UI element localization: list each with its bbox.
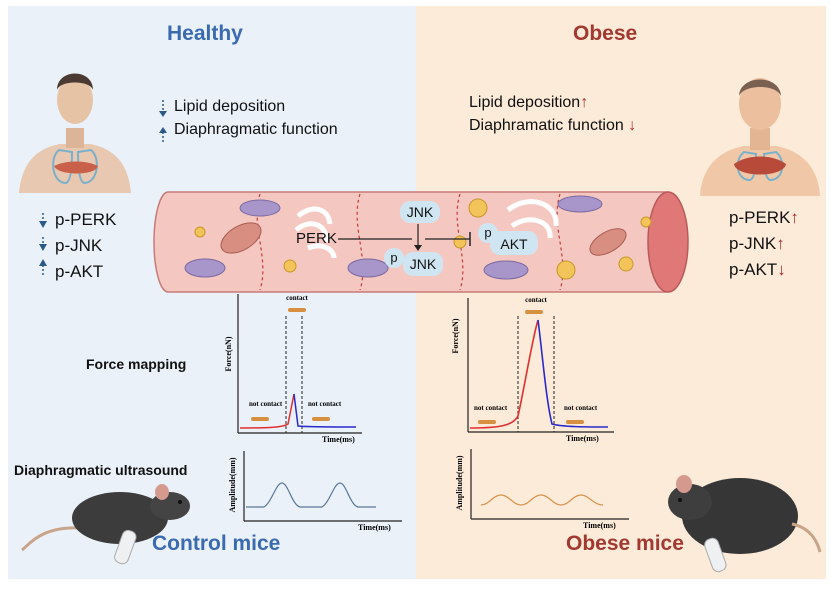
amp-y-label: Amplitude(mm): [455, 455, 464, 510]
nucleus-icon: [184, 195, 603, 280]
healthy-human-figure: [19, 73, 131, 193]
amp-x-label: Time(ms): [583, 521, 616, 530]
phospho-jnk-badge: p: [384, 248, 404, 268]
sample-probe-icon: [312, 417, 330, 421]
perk-label: PERK: [296, 230, 337, 247]
obese-force-plot: Force(nN) contact not contact not contac…: [451, 296, 614, 443]
healthy-title: Healthy: [167, 22, 243, 45]
down-arrow-icon: ↓: [628, 117, 637, 134]
obese-diaph-line: Diaphramatic function ↓: [469, 117, 636, 135]
healthy-force-plot: Force(nN) contact not contact not contac…: [224, 294, 362, 444]
up-arrow-icon: ↑: [790, 208, 799, 227]
obese-lipid-line: Lipid deposition↑: [469, 94, 588, 112]
obese-marker-akt: p-AKT: [729, 260, 778, 279]
healthy-lipid-down-arrow-icon: [159, 100, 167, 144]
amp-y-label: Amplitude(mm): [228, 457, 237, 512]
amp-x-label: Time(ms): [358, 523, 391, 532]
obese-diaph-text: Diaphramatic function: [469, 117, 624, 134]
force-y-label: Force(nN): [451, 318, 460, 353]
up-arrow-icon: ↑: [580, 94, 589, 111]
obese-marker-jnk-line: p-JNK↑: [729, 234, 785, 254]
healthy-marker-perk: p-PERK: [55, 210, 117, 229]
obese-marker-perk: p-PERK: [729, 208, 791, 227]
force-x-label: Time(ms): [566, 434, 599, 443]
pathway-arrows: [338, 224, 471, 251]
p-jnk-node: JNK: [403, 252, 443, 276]
obese-marker-jnk: p-JNK: [729, 234, 777, 253]
obese-human-figure: [700, 78, 820, 196]
contact-label: contact: [525, 296, 547, 304]
not-contact-label: not contact: [474, 404, 508, 412]
obese-title: Obese: [573, 22, 638, 45]
sample-probe-icon: [288, 308, 306, 312]
up-arrow-icon: ↑: [776, 234, 785, 253]
healthy-marker-arrows: [39, 213, 47, 275]
ultrasound-probe-icon: [704, 537, 727, 573]
ultrasound-probe-icon: [114, 529, 137, 565]
lipid-droplet-icon: [194, 198, 652, 280]
mitochondria-icon: [220, 222, 627, 256]
ultrasound-label: Diaphragmatic ultrasound: [14, 462, 188, 478]
sample-probe-icon: [525, 310, 543, 314]
healthy-marker-akt: p-AKT: [55, 262, 104, 281]
sample-probe-icon: [251, 417, 269, 421]
force-x-label: Time(ms): [322, 435, 355, 444]
muscle-fiber: [153, 191, 689, 293]
healthy-lipid-text: Lipid deposition: [174, 98, 286, 115]
not-contact-label: not contact: [564, 404, 598, 412]
jnk-node: JNK: [400, 201, 440, 223]
endoplasmic-reticulum-icon: [294, 199, 559, 259]
healthy-marker-jnk: p-JNK: [55, 236, 103, 255]
control-mouse-figure: [21, 484, 190, 565]
force-y-label: Force(nN): [224, 336, 233, 371]
obese-lipid-text: Lipid deposition: [469, 94, 581, 111]
down-arrow-icon: ↓: [777, 260, 786, 279]
obese-mouse-figure: [668, 475, 822, 573]
control-mice-label: Control mice: [152, 532, 281, 555]
sample-probe-icon: [566, 420, 584, 424]
p-akt-node: AKT: [490, 231, 538, 255]
force-mapping-label: Force mapping: [86, 356, 187, 372]
obese-marker-akt-line: p-AKT↓: [729, 260, 786, 280]
obese-marker-perk-line: p-PERK↑: [729, 208, 799, 228]
obese-ultrasound-plot: Amplitude(mm) Time(ms): [455, 449, 629, 530]
contact-label: contact: [286, 294, 308, 302]
healthy-diaph-text: Diaphragmatic function: [174, 121, 338, 138]
healthy-ultrasound-plot: Amplitude(mm) Time(ms): [228, 451, 402, 532]
obese-mice-label: Obese mice: [566, 532, 684, 555]
not-contact-label: not contact: [308, 400, 342, 408]
sample-probe-icon: [478, 420, 496, 424]
not-contact-label: not contact: [249, 400, 283, 408]
phospho-akt-badge: p: [478, 223, 498, 243]
